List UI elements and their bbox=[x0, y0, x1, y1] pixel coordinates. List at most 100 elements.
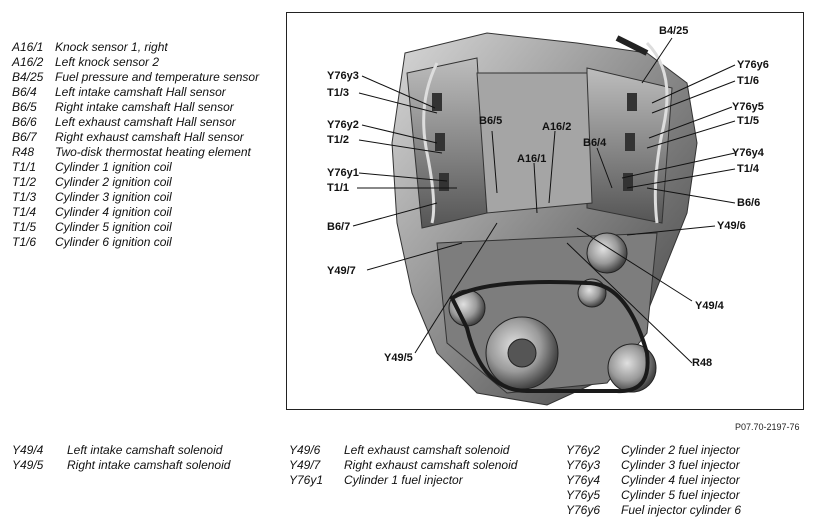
legend-row: B6/5 Right intake camshaft Hall sensor bbox=[12, 100, 274, 115]
legend-code: Y49/7 bbox=[289, 458, 321, 472]
legend-code: B6/6 bbox=[12, 115, 37, 129]
legend-row: T1/1 Cylinder 1 ignition coil bbox=[12, 160, 274, 175]
label-t1-1: T1/1 bbox=[327, 182, 350, 194]
label-y76y2: Y76y2 bbox=[327, 119, 359, 131]
legend-row: B4/25 Fuel pressure and temperature senso… bbox=[12, 70, 274, 85]
legend-description: Cylinder 5 ignition coil bbox=[55, 220, 172, 234]
legend-code: T1/6 bbox=[12, 235, 37, 249]
legend-code: Y76y6 bbox=[566, 503, 601, 517]
legend-description: Left intake camshaft solenoid bbox=[67, 443, 223, 457]
legend-code: A16/1 bbox=[12, 40, 44, 54]
legend-row: Y76y3 Cylinder 3 fuel injector bbox=[566, 458, 811, 473]
legend-code: B6/5 bbox=[12, 100, 37, 114]
label-y76y3: Y76y3 bbox=[327, 70, 359, 82]
legend-description: Cylinder 2 fuel injector bbox=[621, 443, 740, 457]
legend-description: Cylinder 3 ignition coil bbox=[55, 190, 172, 204]
legend-code: B6/7 bbox=[12, 130, 37, 144]
legend-row: Y49/6 Left exhaust camshaft solenoid bbox=[289, 443, 549, 458]
label-r48: R48 bbox=[692, 357, 713, 369]
label-y49-5: Y49/5 bbox=[384, 352, 413, 364]
legend-description: Knock sensor 1, right bbox=[55, 40, 168, 54]
legend-code: T1/5 bbox=[12, 220, 37, 234]
label-b4-25: B4/25 bbox=[659, 25, 689, 37]
legend-description: Left exhaust camshaft solenoid bbox=[344, 443, 510, 457]
legend-code: Y49/6 bbox=[289, 443, 321, 457]
legend-row: B6/7 Right exhaust camshaft Hall sensor bbox=[12, 130, 274, 145]
legend-description: Cylinder 6 ignition coil bbox=[55, 235, 172, 249]
legend-description: Cylinder 1 fuel injector bbox=[344, 473, 463, 487]
legend-description: Right intake camshaft Hall sensor bbox=[55, 100, 234, 114]
legend-description: Cylinder 5 fuel injector bbox=[621, 488, 740, 502]
legend-row: Y76y6 Fuel injector cylinder 6 bbox=[566, 503, 811, 518]
legend-row: Y76y4 Cylinder 4 fuel injector bbox=[566, 473, 811, 488]
legend-description: Cylinder 2 ignition coil bbox=[55, 175, 172, 189]
legend-row: T1/5 Cylinder 5 ignition coil bbox=[12, 220, 274, 235]
legend-code: Y76y2 bbox=[566, 443, 601, 457]
legend-code: T1/3 bbox=[12, 190, 37, 204]
label-y76y5: Y76y5 bbox=[732, 101, 764, 113]
legend-description: Fuel injector cylinder 6 bbox=[621, 503, 742, 517]
legend-code: Y49/4 bbox=[12, 443, 44, 457]
label-y76y1: Y76y1 bbox=[327, 167, 359, 179]
legend-row: Y49/4 Left intake camshaft solenoid bbox=[12, 443, 272, 458]
legend-description: Left knock sensor 2 bbox=[55, 55, 160, 69]
legend-code: Y49/5 bbox=[12, 458, 44, 472]
legend-row: A16/1 Knock sensor 1, right bbox=[12, 40, 274, 55]
legend-code: T1/2 bbox=[12, 175, 37, 189]
label-b6-4: B6/4 bbox=[583, 137, 607, 149]
legend-code: Y76y4 bbox=[566, 473, 601, 487]
label-t1-5: T1/5 bbox=[737, 115, 760, 127]
label-a16-1: A16/1 bbox=[517, 153, 547, 165]
legend-description: Two-disk thermostat heating element bbox=[55, 145, 251, 159]
legend-row: Y49/7 Right exhaust camshaft solenoid bbox=[289, 458, 549, 473]
label-y49-4: Y49/4 bbox=[695, 300, 724, 312]
label-y76y4: Y76y4 bbox=[732, 147, 764, 159]
legend-row: Y76y1 Cylinder 1 fuel injector bbox=[289, 473, 549, 488]
legend-row: Y76y2 Cylinder 2 fuel injector bbox=[566, 443, 811, 458]
legend-row: T1/2 Cylinder 2 ignition coil bbox=[12, 175, 274, 190]
legend-description: Right exhaust camshaft solenoid bbox=[344, 458, 518, 472]
legend-description: Cylinder 4 ignition coil bbox=[55, 205, 172, 219]
legend-code: R48 bbox=[12, 145, 35, 159]
legend-description: Right exhaust camshaft Hall sensor bbox=[55, 130, 244, 144]
label-t1-6: T1/6 bbox=[737, 75, 760, 87]
legend-description: Left intake camshaft Hall sensor bbox=[55, 85, 226, 99]
legend-description: Cylinder 1 ignition coil bbox=[55, 160, 172, 174]
figure-reference: P07.70-2197-76 bbox=[735, 422, 800, 432]
legend-code: A16/2 bbox=[12, 55, 44, 69]
legend-code: T1/4 bbox=[12, 205, 37, 219]
engine-figure: B4/25 Y76y6 T1/6 Y76y5 T1/5 Y76y4 T1/4 B… bbox=[286, 12, 804, 410]
legend-row: T1/3 Cylinder 3 ignition coil bbox=[12, 190, 274, 205]
legend-row: B6/4 Left intake camshaft Hall sensor bbox=[12, 85, 274, 100]
legend-row: T1/4 Cylinder 4 ignition coil bbox=[12, 205, 274, 220]
legend-description: Cylinder 4 fuel injector bbox=[621, 473, 740, 487]
label-t1-3: T1/3 bbox=[327, 87, 350, 99]
label-b6-5: B6/5 bbox=[479, 115, 503, 127]
legend-code: Y76y3 bbox=[566, 458, 601, 472]
legend-description: Right intake camshaft solenoid bbox=[67, 458, 231, 472]
legend-code: B6/4 bbox=[12, 85, 37, 99]
legend-row: A16/2 Left knock sensor 2 bbox=[12, 55, 274, 70]
label-y49-6: Y49/6 bbox=[717, 220, 746, 232]
engine-illustration bbox=[352, 32, 736, 406]
legend-row: R48 Two-disk thermostat heating element bbox=[12, 145, 274, 160]
label-t1-4: T1/4 bbox=[737, 163, 760, 175]
legend-row: Y76y5 Cylinder 5 fuel injector bbox=[566, 488, 811, 503]
legend-row: T1/6 Cylinder 6 ignition coil bbox=[12, 235, 274, 250]
legend-code: T1/1 bbox=[12, 160, 37, 174]
legend-row: Y49/5 Right intake camshaft solenoid bbox=[12, 458, 272, 473]
legend-code: Y76y5 bbox=[566, 488, 601, 502]
legend-description: Left exhaust camshaft Hall sensor bbox=[55, 115, 236, 129]
legend-description: Fuel pressure and temperature sensor bbox=[55, 70, 260, 84]
label-b6-7: B6/7 bbox=[327, 221, 351, 233]
label-a16-2: A16/2 bbox=[542, 121, 572, 133]
label-t1-2: T1/2 bbox=[327, 134, 350, 146]
label-b6-6: B6/6 bbox=[737, 197, 761, 209]
legend-description: Cylinder 3 fuel injector bbox=[621, 458, 740, 472]
legend-code: Y76y1 bbox=[289, 473, 324, 487]
legend-code: B4/25 bbox=[12, 70, 44, 84]
